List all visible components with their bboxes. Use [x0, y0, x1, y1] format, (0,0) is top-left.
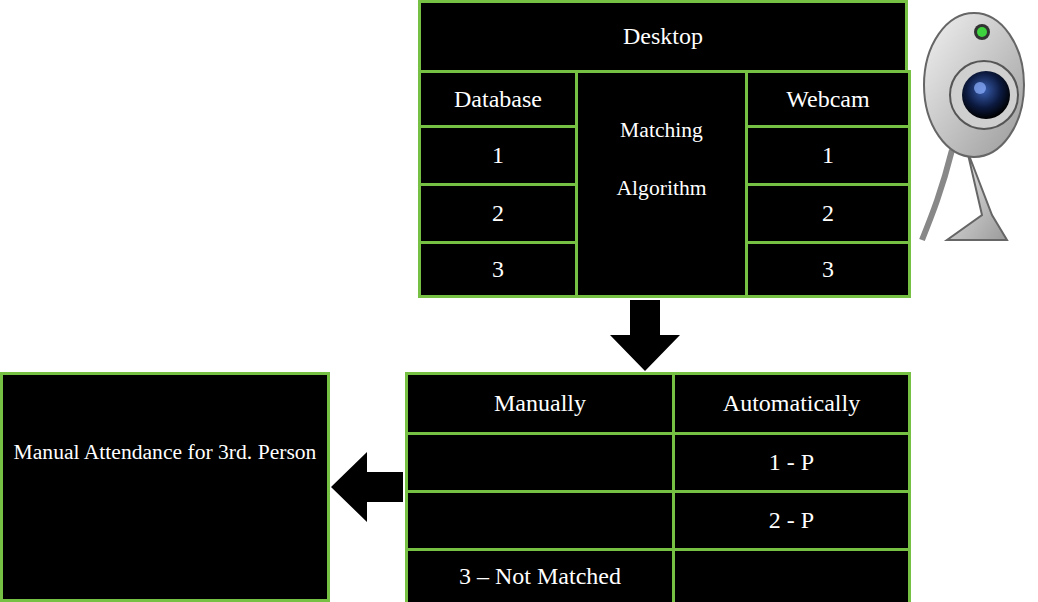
table-cell: 1 - P — [672, 432, 911, 493]
cell-text: 1 - P — [769, 448, 814, 477]
cell-text: 3 – Not Matched — [459, 562, 621, 591]
header-cell: Desktop — [418, 0, 908, 73]
webcam-illustration — [912, 0, 1032, 250]
cell-text: Database — [454, 85, 542, 114]
table-cell: 2 — [418, 183, 578, 244]
table-cell — [405, 490, 675, 551]
box-text: Manual Attendance for 3rd. Person — [4, 436, 327, 468]
header-cell: Automatically — [672, 372, 911, 435]
block-arrow — [610, 300, 680, 371]
block-arrow — [331, 452, 403, 522]
table-cell: 3 — [745, 241, 911, 298]
cell-text: 1 — [822, 141, 834, 170]
table-cell: Database — [418, 70, 578, 128]
table-cell: Webcam — [745, 70, 911, 128]
table-cell: 2 - P — [672, 490, 911, 551]
table-cell: 1 — [418, 125, 578, 186]
cell-text: Webcam — [786, 85, 869, 114]
cell-text: 3 — [492, 255, 504, 284]
table-cell — [672, 548, 911, 602]
cell-text: 2 — [822, 199, 834, 228]
cell-text: 3 — [822, 255, 834, 284]
table-cell: 1 — [745, 125, 911, 186]
cell-text: 1 — [492, 141, 504, 170]
table-box: DesktopMatching Algorithm Database 1 2 3 Webc… — [418, 0, 908, 298]
table-cell — [405, 432, 675, 493]
table-cell: 3 — [418, 241, 578, 298]
table-cell: 2 — [745, 183, 911, 244]
process-box: Manual Attendance for 3rd. Person — [0, 372, 330, 602]
header-cell: Manually — [405, 372, 675, 435]
table-cell: 3 – Not Matched — [405, 548, 675, 602]
table-box: Manually Automatically 1 - P 2 - P 3 – Not M… — [405, 372, 908, 602]
header-text: Manually — [494, 389, 586, 418]
cell-text: 2 - P — [769, 506, 814, 535]
header-text: Automatically — [723, 389, 860, 418]
header-text: Desktop — [623, 22, 703, 51]
cell-text: 2 — [492, 199, 504, 228]
algorithm-box: Matching Algorithm — [575, 70, 748, 298]
box-text: Matching Algorithm — [578, 101, 745, 217]
